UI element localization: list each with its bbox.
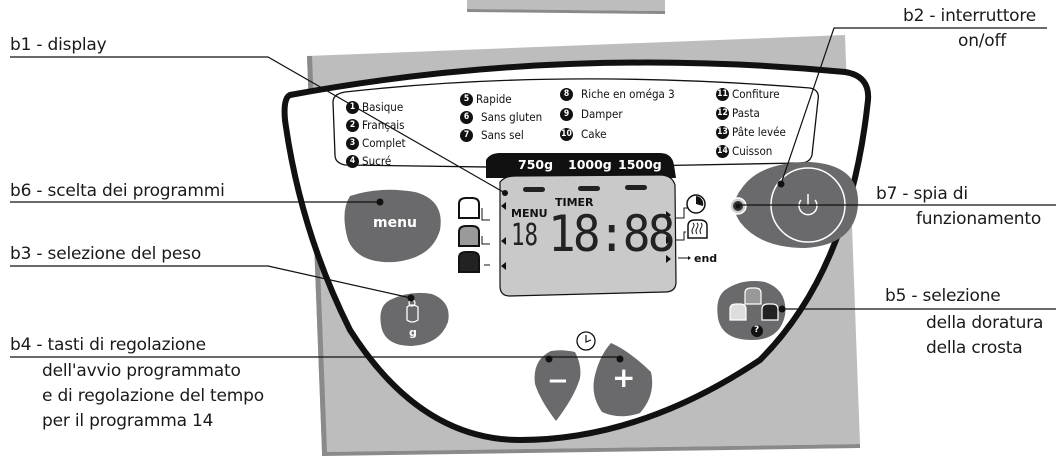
minus-button[interactable]: − bbox=[547, 366, 569, 396]
weight-1500: 1500g bbox=[618, 157, 662, 172]
callout-b6-menu: b6 - scelta dei programmi bbox=[10, 181, 225, 201]
callout-b5-crust-line3: della crosta bbox=[926, 338, 1023, 358]
callout-b4-adjust: b4 - tasti di regolazione bbox=[10, 335, 206, 355]
callout-b5-crust: b5 - selezione bbox=[885, 286, 1001, 306]
lcd-menu-digits: 18 bbox=[511, 218, 539, 253]
weight-750: 750g bbox=[518, 157, 554, 172]
crust-dark-icon bbox=[458, 251, 480, 273]
lcd-menu-label: MENU bbox=[511, 207, 548, 220]
callout-b5-crust-line2: della doratura bbox=[926, 313, 1044, 333]
lcd-time-digits: 18:88 bbox=[548, 205, 675, 263]
power-button[interactable] bbox=[781, 185, 836, 230]
callout-b4-adjust-line2: dell'avvio programmato bbox=[42, 361, 241, 381]
crust-medium-icon bbox=[458, 225, 480, 247]
timer-clock-icon bbox=[576, 331, 596, 351]
callout-b2-power: b2 - interruttore bbox=[903, 6, 1037, 26]
lcd-end-label: end bbox=[694, 252, 718, 265]
menu-button[interactable]: menu bbox=[373, 215, 418, 231]
minus-button-shape[interactable] bbox=[534, 350, 581, 421]
weight-button-shape[interactable] bbox=[380, 292, 449, 346]
crust-help-badge: ? bbox=[754, 325, 760, 335]
callout-b1-display: b1 - display bbox=[10, 35, 107, 55]
plus-button[interactable]: + bbox=[612, 361, 636, 394]
indicator-lamp-icon bbox=[729, 197, 747, 215]
delay-clock-icon bbox=[686, 194, 706, 214]
crust-button[interactable] bbox=[718, 280, 786, 340]
menu-button-shape[interactable] bbox=[344, 189, 441, 263]
plus-button-shape[interactable] bbox=[593, 343, 653, 417]
callout-b3-weight: b3 - selezione del peso bbox=[10, 244, 202, 264]
callout-b2-power-line2: on/off bbox=[958, 31, 1007, 51]
keep-warm-icon bbox=[687, 219, 708, 239]
callout-b7-indicator-line2: funzionamento bbox=[916, 209, 1042, 229]
leader-lines bbox=[10, 27, 1056, 358]
crust-button-shape[interactable] bbox=[717, 281, 786, 340]
weight-button[interactable]: g bbox=[409, 326, 417, 339]
lcd-timer-label: TIMER bbox=[555, 196, 594, 209]
weight-1000: 1000g bbox=[568, 157, 612, 172]
crust-light-icon bbox=[458, 197, 480, 219]
callout-b4-adjust-line3: e di regolazione del tempo bbox=[42, 386, 264, 406]
callout-b4-adjust-line4: per il programma 14 bbox=[42, 411, 214, 431]
callout-b7-indicator: b7 - spia di bbox=[876, 184, 968, 204]
